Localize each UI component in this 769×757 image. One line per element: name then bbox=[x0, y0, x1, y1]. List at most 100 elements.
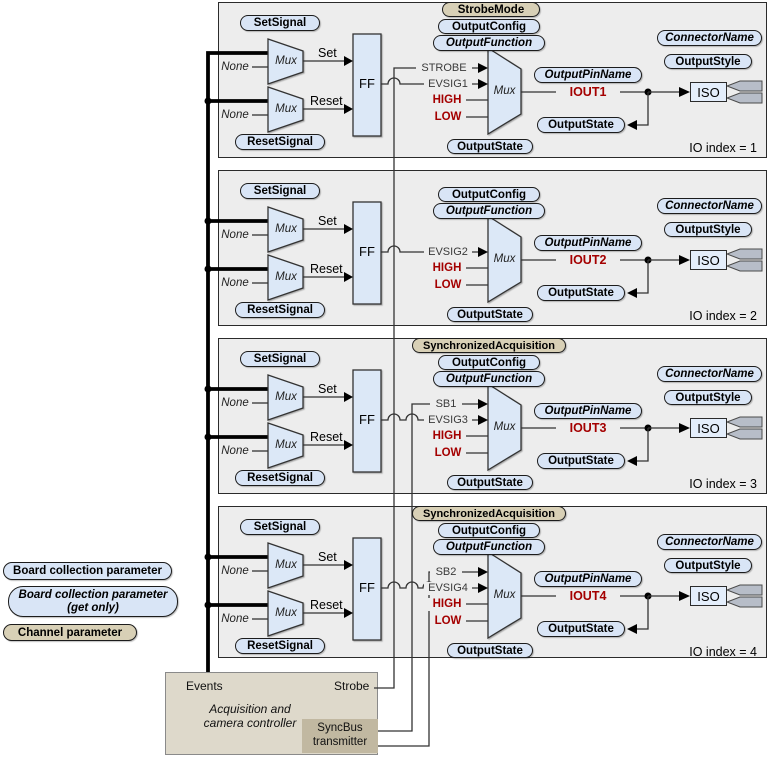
high-label: HIGH bbox=[428, 262, 466, 275]
low-label: LOW bbox=[430, 279, 466, 292]
none-label: None bbox=[221, 565, 249, 577]
output-state-pill: OutputState bbox=[537, 117, 625, 133]
mux-label: Mux bbox=[275, 103, 297, 115]
iso-box: ISO bbox=[690, 418, 727, 438]
set-mux bbox=[267, 38, 304, 85]
output-pin-name-pill: OutputPinName bbox=[534, 403, 642, 419]
reset-mux bbox=[267, 254, 304, 301]
low-label: LOW bbox=[430, 111, 466, 124]
mux-label: Mux bbox=[493, 421, 516, 433]
none-label: None bbox=[221, 229, 249, 241]
output-style-pill: OutputStyle bbox=[664, 222, 752, 237]
output-mux bbox=[487, 550, 522, 640]
io-index-label: IO index = 1 bbox=[689, 141, 757, 155]
high-label: HIGH bbox=[428, 430, 466, 443]
mux-label: Mux bbox=[275, 607, 297, 619]
output-mux bbox=[487, 214, 522, 304]
output-function-pill: OutputFunction bbox=[433, 539, 545, 555]
reset-mux bbox=[267, 86, 304, 133]
strobe-signal-label: STROBE bbox=[416, 62, 472, 75]
mux-label: Mux bbox=[275, 439, 297, 451]
events-bus bbox=[204, 51, 268, 672]
ff-label: FF bbox=[359, 76, 375, 91]
controller-title: Acquisition and camera controller bbox=[185, 702, 315, 730]
output-pin-label: IOUT4 bbox=[556, 589, 620, 603]
low-label: LOW bbox=[430, 447, 466, 460]
none-label: None bbox=[221, 61, 249, 73]
mux-label: Mux bbox=[493, 589, 516, 601]
output-config-pill: OutputConfig bbox=[438, 19, 540, 34]
output-config-pill: OutputConfig bbox=[438, 523, 540, 538]
ff-box bbox=[352, 201, 382, 305]
connector-symbol bbox=[725, 92, 763, 104]
event-signal-label: EVSIG4 bbox=[424, 582, 472, 595]
controller-title-line: Acquisition and bbox=[209, 702, 291, 716]
output-config-pill: OutputConfig bbox=[438, 187, 540, 202]
syncbus-label-line: transmitter bbox=[312, 736, 368, 748]
reset-signal-pill: ResetSignal bbox=[235, 638, 325, 654]
set-label: Set bbox=[318, 550, 337, 564]
mux-label: Mux bbox=[275, 559, 297, 571]
iso-box: ISO bbox=[690, 82, 727, 102]
connector-name-pill: ConnectorName bbox=[657, 366, 762, 382]
synchronized-acquisition-pill: SynchronizedAcquisition bbox=[412, 338, 566, 353]
ff-label: FF bbox=[359, 244, 375, 259]
io-block-3: SetSignal ResetSignal None None Mux Mux … bbox=[218, 338, 767, 494]
output-style-pill: OutputStyle bbox=[664, 54, 752, 69]
output-function-pill: OutputFunction bbox=[433, 203, 545, 219]
legend-board-collection-get-only: Board collection parameter (get only) bbox=[8, 586, 178, 617]
mux-label: Mux bbox=[275, 391, 297, 403]
set-signal-pill: SetSignal bbox=[240, 351, 320, 367]
block-4-wires bbox=[252, 537, 763, 641]
low-label: LOW bbox=[430, 615, 466, 628]
connector-symbol bbox=[725, 584, 763, 596]
io-block-4: SetSignal ResetSignal None None Mux Mux … bbox=[218, 506, 767, 659]
output-mux bbox=[487, 382, 522, 472]
output-function-pill: OutputFunction bbox=[433, 371, 545, 387]
io-index-label: IO index = 2 bbox=[689, 309, 757, 323]
mux-label: Mux bbox=[493, 85, 516, 97]
block-3-wires bbox=[252, 369, 763, 473]
none-label: None bbox=[221, 445, 249, 457]
reset-signal-pill: ResetSignal bbox=[235, 470, 325, 486]
set-mux bbox=[267, 542, 304, 589]
none-label: None bbox=[221, 613, 249, 625]
reset-label: Reset bbox=[310, 430, 343, 444]
io-index-label: IO index = 3 bbox=[689, 477, 757, 491]
set-signal-pill: SetSignal bbox=[240, 183, 320, 199]
mux-label: Mux bbox=[275, 55, 297, 67]
connector-name-pill: ConnectorName bbox=[657, 30, 762, 46]
ff-box bbox=[352, 369, 382, 473]
none-label: None bbox=[221, 397, 249, 409]
mux-label: Mux bbox=[275, 223, 297, 235]
reset-signal-pill: ResetSignal bbox=[235, 302, 325, 318]
output-mux bbox=[487, 46, 522, 136]
set-mux bbox=[267, 374, 304, 421]
reset-label: Reset bbox=[310, 94, 343, 108]
connector-symbol bbox=[725, 260, 763, 272]
reset-label: Reset bbox=[310, 598, 343, 612]
output-pin-name-pill: OutputPinName bbox=[534, 67, 642, 83]
event-signal-label: EVSIG2 bbox=[424, 246, 472, 259]
syncbus-label-line: SyncBus bbox=[317, 722, 363, 734]
reset-mux bbox=[267, 590, 304, 637]
legend-line: Board collection parameter bbox=[18, 588, 168, 601]
output-state-pill: OutputState bbox=[537, 285, 625, 301]
set-mux bbox=[267, 206, 304, 253]
set-label: Set bbox=[318, 382, 337, 396]
io-block-2: SetSignal ResetSignal None None Mux Mux … bbox=[218, 170, 767, 326]
connector-symbol bbox=[725, 596, 763, 608]
output-pin-name-pill: OutputPinName bbox=[534, 235, 642, 251]
output-pin-label: IOUT3 bbox=[556, 421, 620, 435]
syncbus-transmitter-label: SyncBus transmitter bbox=[302, 721, 378, 749]
connector-name-pill: ConnectorName bbox=[657, 534, 762, 550]
block-1-wires bbox=[252, 33, 763, 137]
mux-label: Mux bbox=[493, 253, 516, 265]
high-label: HIGH bbox=[428, 94, 466, 107]
syncbus-signal-label: SB2 bbox=[430, 566, 462, 579]
syncbus-signal-label: SB1 bbox=[430, 398, 462, 411]
output-state-pill: OutputState bbox=[447, 307, 533, 322]
connector-symbol bbox=[725, 428, 763, 440]
set-signal-pill: SetSignal bbox=[240, 15, 320, 31]
